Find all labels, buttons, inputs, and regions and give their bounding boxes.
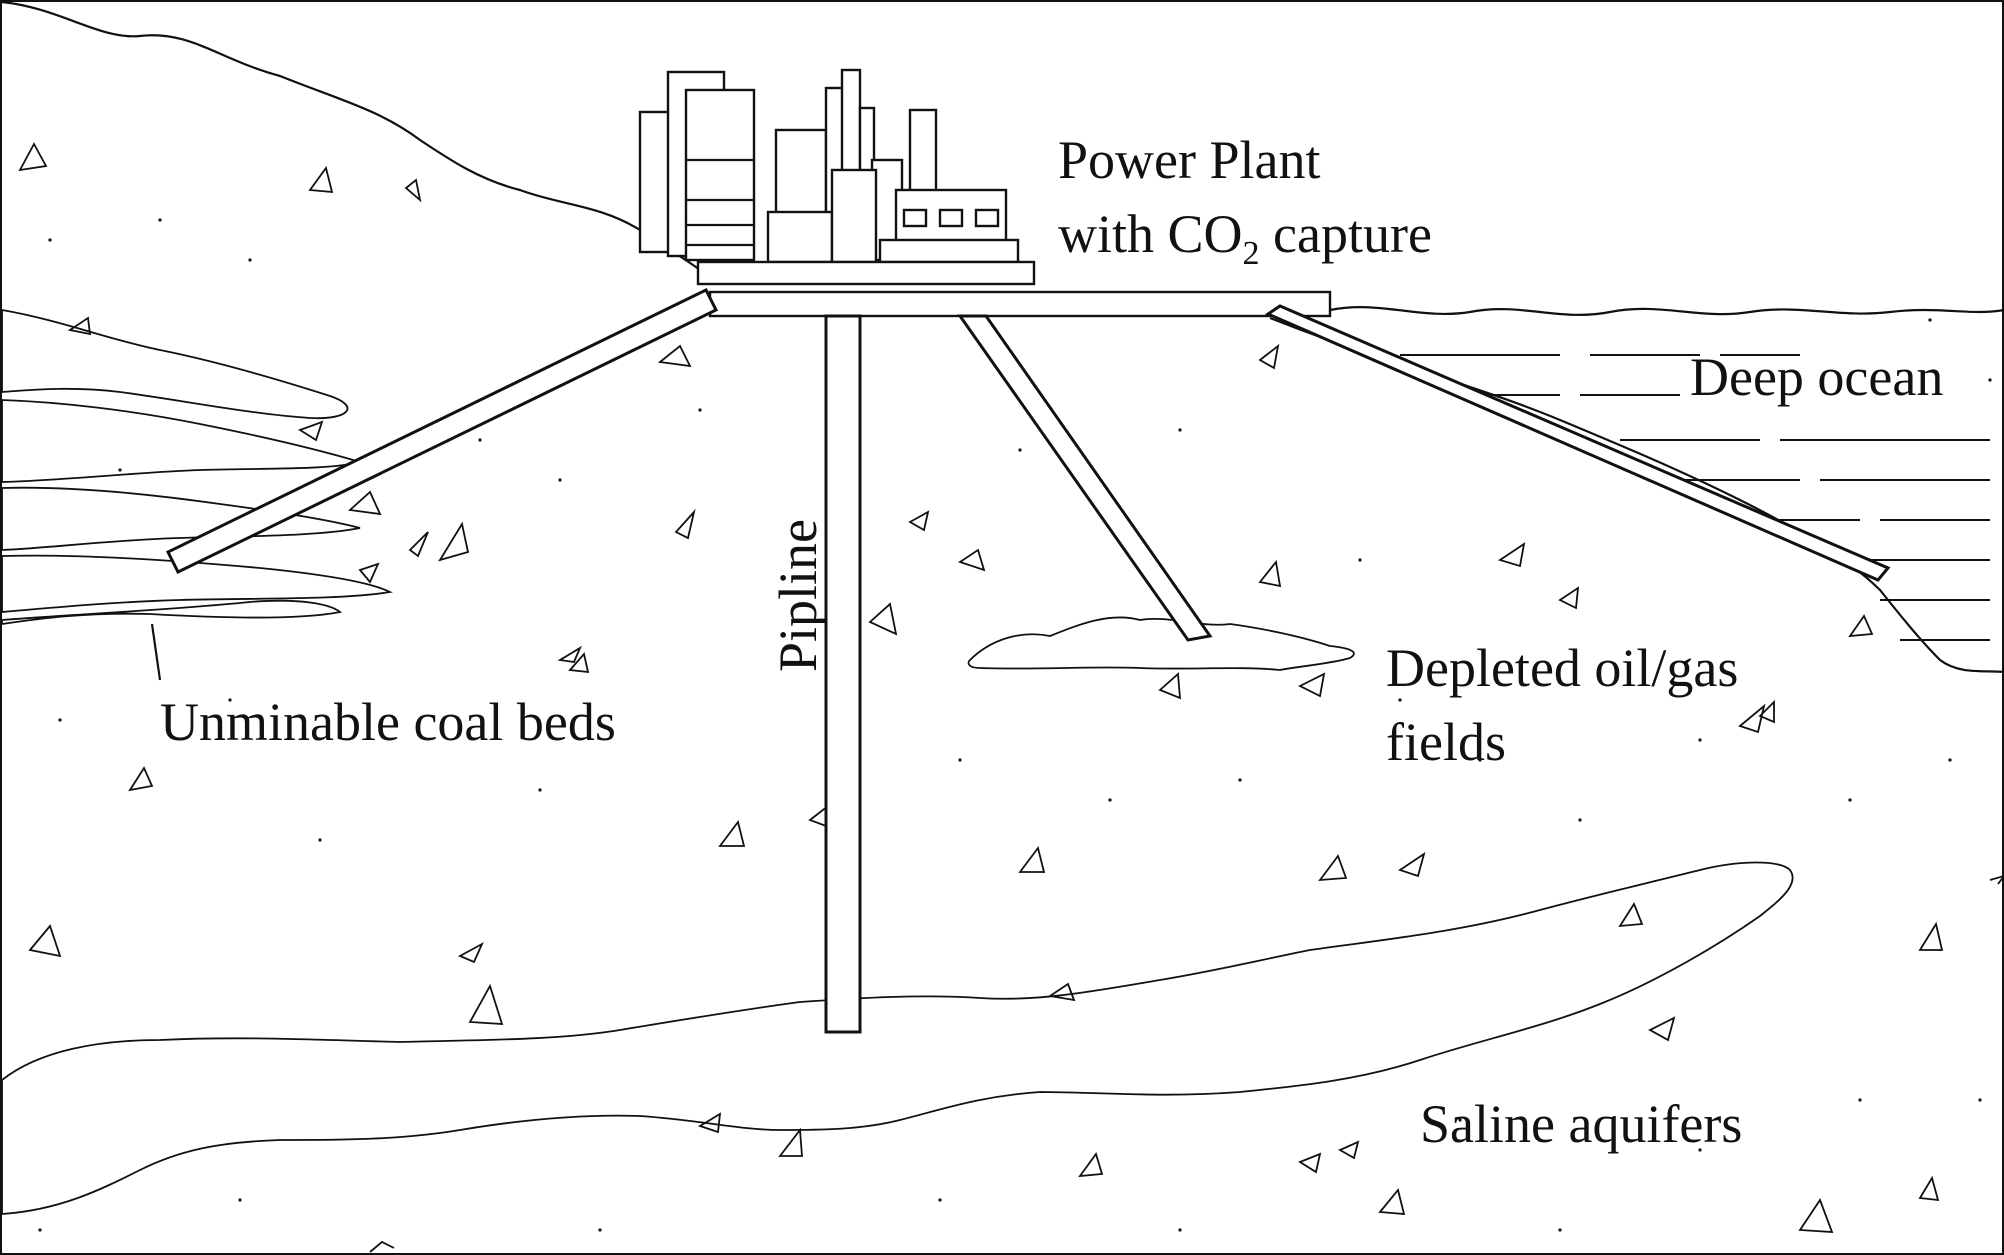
label-oil-gas-line1: Depleted oil/gas (1386, 638, 1738, 698)
label-co2-prefix: with CO (1058, 204, 1243, 264)
label-pipeline: Pipline (768, 519, 828, 672)
rock-dots (38, 218, 1992, 1232)
pipe-coal (165, 288, 719, 574)
pipe-ocean (1264, 304, 1891, 582)
label-coal-beds: Unminable coal beds (160, 692, 616, 752)
label-oil-gas-line2: fields (1386, 712, 1506, 772)
ocean-surface (1329, 306, 2004, 316)
label-co2-suffix: capture (1260, 204, 1432, 264)
label-power-plant-line2: with CO2 capture (1058, 204, 1432, 272)
rock-texture (18, 142, 2004, 1253)
plant-platform (708, 290, 1332, 318)
hill-outline (1, 0, 701, 271)
label-power-plant-line1: Power Plant (1058, 130, 1321, 190)
pipe-oil-gas (957, 314, 1213, 642)
pipe-saline (824, 314, 862, 1034)
saline-aquifer (1, 861, 1794, 1215)
oil-gas-field (967, 616, 1355, 671)
label-co2-subscript: 2 (1243, 235, 1260, 272)
label-saline: Saline aquifers (1420, 1094, 1742, 1154)
label-deep-ocean: Deep ocean (1690, 347, 1943, 407)
pipelines (165, 288, 1891, 1034)
power-plant (638, 68, 1332, 318)
